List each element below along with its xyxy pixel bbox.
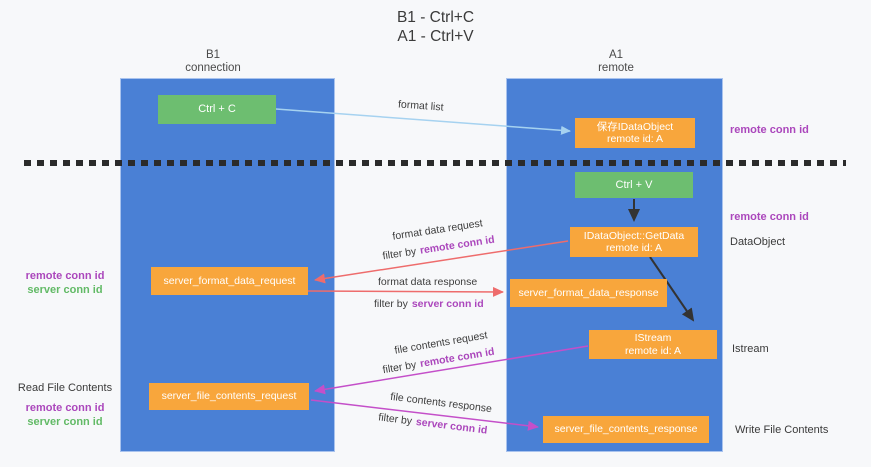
node-ctrl-v-label: Ctrl + V bbox=[615, 178, 653, 191]
diagram-title: B1 - Ctrl+C A1 - Ctrl+V bbox=[0, 8, 871, 46]
annotation-dataobject: DataObject bbox=[730, 236, 786, 248]
node-getdata-line1: IDataObject::GetData bbox=[583, 229, 685, 242]
annotation-left-remote-conn-id-bottom: remote conn id bbox=[25, 402, 105, 414]
annotation-left-conn-ids-top: remote conn id server conn id bbox=[13, 270, 117, 297]
arrow-getdata-to-istream bbox=[649, 256, 695, 322]
annotation-read-file-contents: Read File Contents bbox=[17, 382, 113, 394]
title-line-2: A1 - Ctrl+V bbox=[397, 28, 474, 45]
node-ctrl-c-label: Ctrl + C bbox=[198, 103, 236, 115]
node-ctrl-v: Ctrl + V bbox=[575, 172, 693, 198]
arrow-file-contents-request bbox=[314, 345, 589, 395]
node-ctrl-c: Ctrl + C bbox=[158, 95, 276, 124]
node-idataobject-getdata: IDataObject::GetData remote id: A bbox=[570, 227, 698, 257]
node-server-format-data-request: server_format_data_request bbox=[151, 267, 308, 295]
lane-b1-name: B1 bbox=[205, 49, 221, 61]
node-server-file-contents-response: server_file_contents_response bbox=[543, 416, 709, 443]
node-istream-line2: remote id: A bbox=[624, 344, 682, 357]
node-save-idataobject: 保存IDataObject remote id: A bbox=[575, 118, 695, 148]
annotation-istream: Istream bbox=[732, 343, 769, 355]
lane-a1-subtitle: remote bbox=[598, 62, 634, 74]
label-filter-server-conn-id-1: filter by server conn id bbox=[374, 298, 484, 310]
arrow-format-list bbox=[275, 108, 571, 135]
node-server-format-data-request-label: server_format_data_request bbox=[163, 274, 296, 287]
annotation-remote-conn-id-mid: remote conn id bbox=[730, 211, 809, 223]
arrow-format-data-response bbox=[307, 286, 504, 297]
node-save-idataobject-line2: remote id: A bbox=[606, 133, 664, 145]
lane-a1-name: A1 bbox=[608, 49, 624, 61]
node-server-file-contents-request-label: server_file_contents_request bbox=[161, 390, 297, 403]
node-save-idataobject-line1: 保存IDataObject bbox=[596, 120, 674, 133]
label-format-data-response: format data response bbox=[378, 276, 478, 288]
lane-header-a1: A1 remote bbox=[566, 49, 666, 75]
arrow-file-contents-response bbox=[310, 399, 539, 431]
annotation-write-file-contents: Write File Contents bbox=[735, 424, 829, 436]
annotation-remote-conn-id-top: remote conn id bbox=[730, 124, 809, 136]
node-istream: IStream remote id: A bbox=[589, 330, 717, 359]
node-server-file-contents-response-label: server_file_contents_response bbox=[554, 423, 698, 436]
node-istream-line1: IStream bbox=[634, 332, 672, 344]
node-getdata-line2: remote id: A bbox=[605, 242, 663, 254]
node-server-format-data-response-label: server_format_data_response bbox=[518, 286, 659, 299]
annotation-left-server-conn-id-top: server conn id bbox=[27, 283, 103, 296]
annotation-left-conn-ids-bottom: remote conn id server conn id bbox=[13, 402, 117, 429]
node-server-file-contents-request: server_file_contents_request bbox=[149, 383, 309, 410]
lane-b1-subtitle: connection bbox=[185, 62, 241, 74]
annotation-left-server-conn-id-bottom: server conn id bbox=[27, 415, 103, 428]
title-line-1: B1 - Ctrl+C bbox=[396, 9, 475, 26]
node-server-format-data-response: server_format_data_response bbox=[510, 279, 667, 307]
lane-header-b1: B1 connection bbox=[163, 49, 263, 75]
clipboard-boundary-divider bbox=[24, 160, 846, 166]
arrow-format-data-request bbox=[314, 240, 569, 284]
annotation-left-remote-conn-id-top: remote conn id bbox=[25, 270, 105, 282]
